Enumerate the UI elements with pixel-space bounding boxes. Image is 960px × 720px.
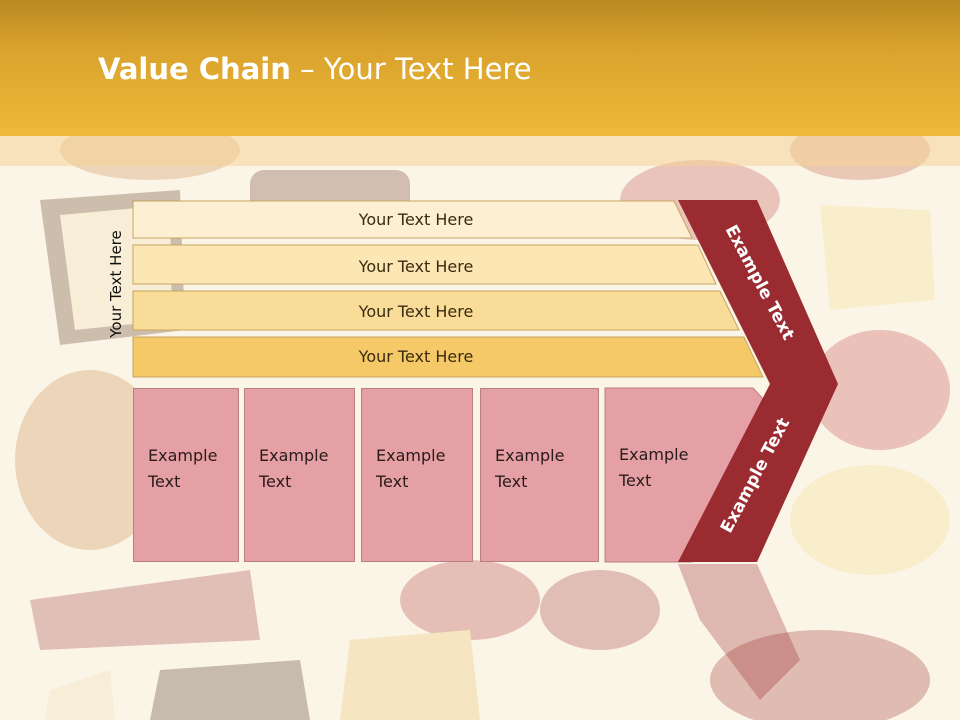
box-1-line2: Text [148,472,181,491]
header-band [0,0,960,136]
example-box-1: Example Text [133,388,239,562]
bar-3-label: Your Text Here [358,302,474,321]
box-2-line1: Example [259,446,329,465]
bar-1 [132,200,693,239]
box-2-line2: Text [259,472,292,491]
box-3-line1: Example [376,446,446,465]
example-box-4: Example Text [480,388,599,562]
example-box-2: Example Text [244,388,355,562]
chevron-arrow [678,200,838,562]
chevron-reflection [678,564,800,700]
bar-4 [132,336,764,378]
header-strip [0,136,960,166]
box-4-line1: Example [495,446,565,465]
bar-1-label: Your Text Here [358,210,474,229]
bar-2 [132,244,717,285]
box-5-line2: Text [619,471,652,490]
box-1-line1: Example [148,446,218,465]
title-rest: – Your Text Here [290,52,532,86]
bar-2-label: Your Text Here [358,257,474,276]
box-5-line1: Example [619,445,689,464]
box-4-line2: Text [495,472,528,491]
box-3-line2: Text [376,472,409,491]
bar-4-label: Your Text Here [358,347,474,366]
example-box-3: Example Text [361,388,473,562]
bar-3 [132,290,740,331]
slide-title: Value Chain – Your Text Here [98,52,532,86]
title-bold: Value Chain [98,52,291,86]
example-box-5: Example Text [605,388,689,562]
